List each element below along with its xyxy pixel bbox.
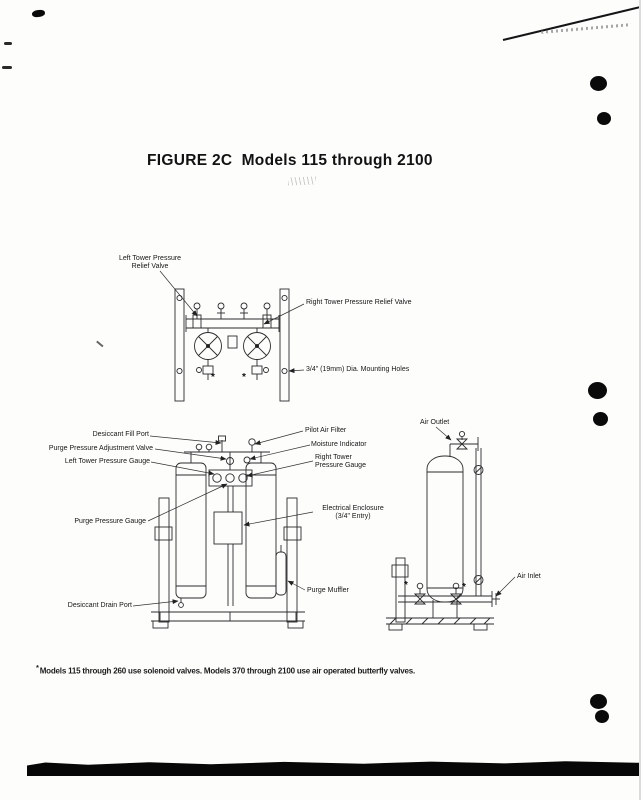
top-view-drawing <box>174 288 290 402</box>
footnote-marker-asterisk: * <box>462 582 466 593</box>
hole-punch-mark <box>590 694 607 709</box>
side-view-drawing <box>386 430 500 631</box>
label-right-tower-relief-valve: Right Tower Pressure Relief Valve <box>306 299 412 306</box>
label-air-outlet: Air Outlet <box>420 419 450 426</box>
label-purge-pressure-adjustment-valve: Purge Pressure Adjustment Valve <box>48 445 153 452</box>
label-left-tower-pressure-gauge: Left Tower Pressure Gauge <box>64 458 150 465</box>
scan-smudge <box>287 176 317 186</box>
footnote-marker-asterisk: * <box>242 372 246 383</box>
edge-scan-mark <box>2 66 12 69</box>
label-right-tower-pressure-gauge: Right Tower Pressure Gauge <box>315 454 366 470</box>
footnote-marker-asterisk: * <box>211 372 215 383</box>
label-purge-pressure-gauge: Purge Pressure Gauge <box>74 518 146 525</box>
hole-punch-mark <box>597 112 611 125</box>
label-left-tower-relief-valve: Left Tower Pressure Relief Valve <box>118 255 182 271</box>
leader-lines <box>132 270 516 607</box>
hole-punch-mark <box>590 76 607 91</box>
page-edge-shadow <box>639 0 641 800</box>
label-desiccant-fill-port: Desiccant Fill Port <box>92 431 149 438</box>
edge-scan-mark <box>4 42 12 45</box>
label-purge-muffler: Purge Muffler <box>307 587 349 594</box>
label-mounting-holes: 3/4" (19mm) Dia. Mounting Holes <box>306 366 410 373</box>
label-pilot-air-filter: Pilot Air Filter <box>305 427 347 434</box>
label-electrical-enclosure: Electrical Enclosure (3/4" Entry) <box>322 505 384 521</box>
footnote-marker-asterisk: * <box>404 580 408 591</box>
label-air-inlet: Air Inlet <box>517 573 541 580</box>
footnote-text: Models 115 through 260 use solenoid valv… <box>39 666 416 676</box>
figure-title: FIGURE 2C Models 115 through 2100 <box>147 152 433 169</box>
hole-punch-mark <box>593 412 608 426</box>
footnote-asterisk: * <box>36 663 39 672</box>
front-view-drawing <box>151 435 305 629</box>
label-desiccant-drain-port: Desiccant Drain Port <box>67 602 132 609</box>
label-moisture-indicator: Moisture Indicator <box>311 441 367 448</box>
figure-footnote: *Models 115 through 260 use solenoid val… <box>36 663 614 676</box>
hole-punch-mark <box>595 710 609 723</box>
scan-edge-bar <box>27 761 639 776</box>
hole-punch-mark <box>588 382 607 399</box>
